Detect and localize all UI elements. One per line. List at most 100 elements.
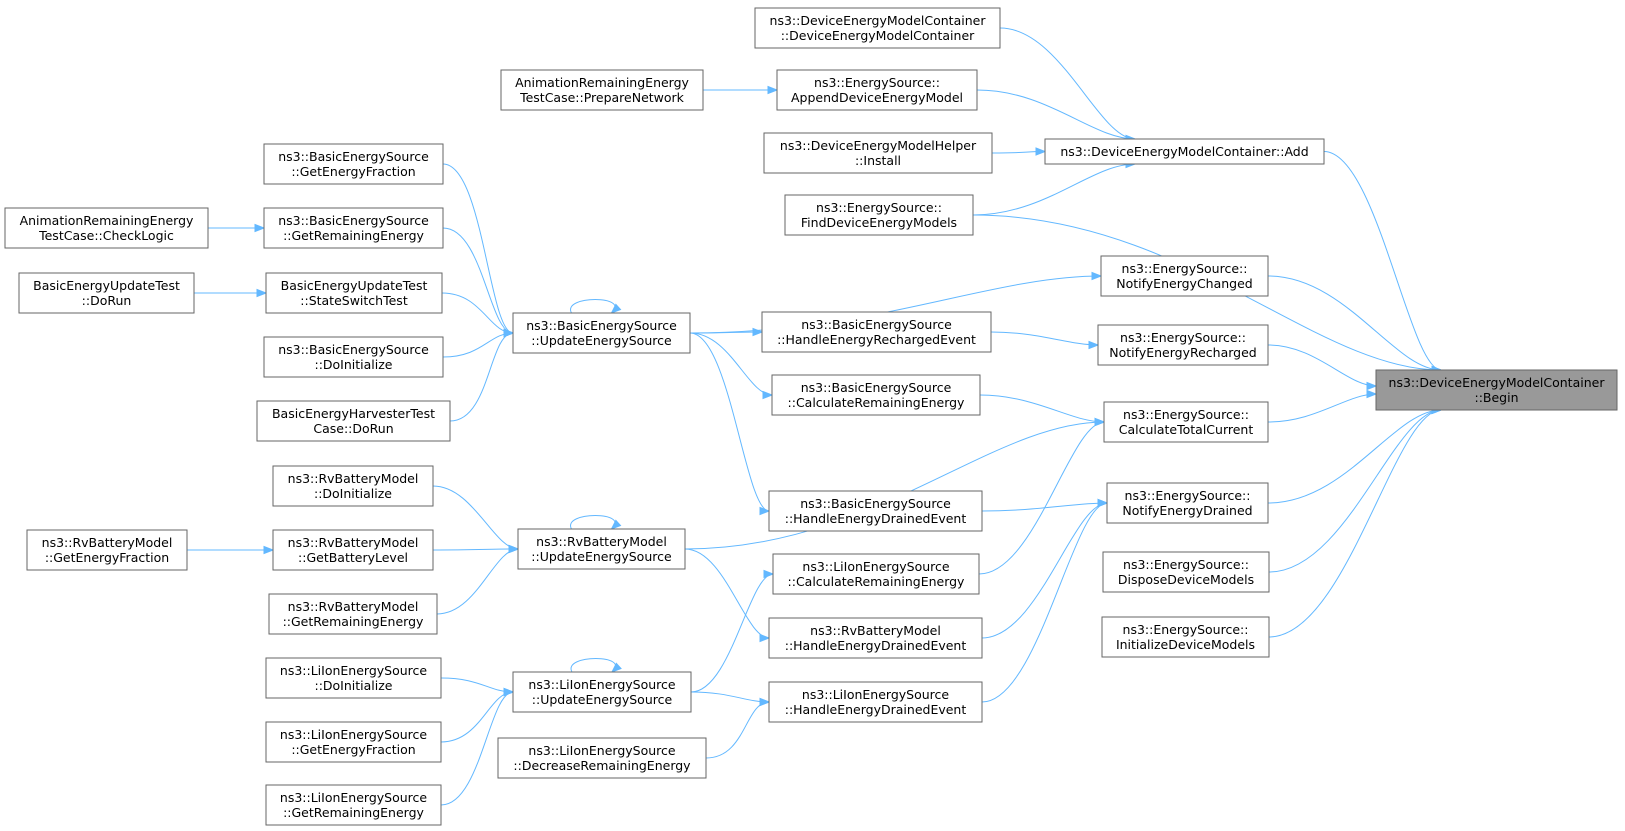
node-box	[265, 272, 443, 314]
node-besUpdate[interactable]: ns3::BasicEnergySource::UpdateEnergySour…	[512, 312, 691, 354]
edge-line	[440, 677, 514, 693]
edge-line	[1268, 409, 1442, 638]
node-box	[263, 143, 444, 185]
edge-arrowhead	[1366, 389, 1378, 399]
node-label: TestCase::CheckLogic	[38, 228, 174, 243]
node-box	[268, 593, 438, 635]
node-rvUpdate[interactable]: ns3::RvBatteryModel::UpdateEnergySource	[517, 528, 686, 570]
edge-liDecrease-to-liHandleDrained	[705, 697, 771, 759]
node-box	[4, 207, 209, 249]
node-notifyDrained[interactable]: ns3::EnergySource::NotifyEnergyDrained	[1106, 482, 1269, 524]
node-label: ::HandleEnergyDrainedEvent	[785, 702, 967, 717]
node-beutStateSwitch[interactable]: BasicEnergyUpdateTest::StateSwitchTest	[265, 272, 443, 314]
node-label: ns3::EnergySource::	[1123, 557, 1249, 572]
node-label: ns3::RvBatteryModel	[288, 471, 419, 486]
edge-arrowhead	[1091, 271, 1103, 281]
node-label: BasicEnergyUpdateTest	[33, 278, 180, 293]
node-liHandleDrained[interactable]: ns3::LiIonEnergySource::HandleEnergyDrai…	[768, 681, 983, 723]
node-label: ns3::RvBatteryModel	[810, 623, 941, 638]
edge-line	[1267, 275, 1442, 371]
node-animCheck[interactable]: AnimationRemainingEnergyTestCase::CheckL…	[4, 207, 209, 249]
node-label: ::CalculateRemainingEnergy	[788, 574, 966, 589]
node-label: FindDeviceEnergyModels	[801, 215, 957, 230]
node-box	[272, 465, 434, 507]
node-label: ns3::RvBatteryModel	[288, 535, 419, 550]
edge-liUpdate-to-liCalcRemaining	[690, 569, 775, 693]
node-label: ns3::LiIonEnergySource	[528, 743, 676, 758]
node-box	[272, 529, 434, 571]
node-besHandleRecharged[interactable]: ns3::BasicEnergySource::HandleEnergyRech…	[761, 311, 992, 353]
node-begin[interactable]: ns3::DeviceEnergyModelContainer::Begin	[1375, 369, 1618, 411]
node-rvGetRemaining[interactable]: ns3::RvBatteryModel::GetRemainingEnergy	[268, 593, 438, 635]
node-liDoInit[interactable]: ns3::LiIonEnergySource::DoInitialize	[265, 657, 442, 699]
edge-liHandleDrained-to-notifyDrained	[981, 498, 1109, 703]
node-add[interactable]: ns3::DeviceEnergyModelContainer::Add	[1044, 138, 1325, 165]
node-besHandleDrained[interactable]: ns3::BasicEnergySource::HandleEnergyDrai…	[768, 490, 983, 532]
edge-arrowhead	[759, 633, 771, 643]
node-calcTotal[interactable]: ns3::EnergySource::CalculateTotalCurrent	[1103, 401, 1269, 443]
node-animPrep[interactable]: AnimationRemainingEnergyTestCase::Prepar…	[500, 69, 704, 111]
node-label: ::GetRemainingEnergy	[283, 805, 424, 820]
node-box	[500, 69, 704, 111]
node-initDev[interactable]: ns3::EnergySource::InitializeDeviceModel…	[1101, 616, 1270, 658]
node-rvDoInit[interactable]: ns3::RvBatteryModel::DoInitialize	[272, 465, 434, 507]
node-label: Case::DoRun	[313, 421, 393, 436]
edge-line	[570, 658, 616, 673]
node-liGetFraction[interactable]: ns3::LiIonEnergySource::GetEnergyFractio…	[265, 721, 442, 763]
edge-line	[689, 332, 770, 512]
edge-line	[684, 548, 770, 639]
node-notifyChanged[interactable]: ns3::EnergySource::NotifyEnergyChanged	[1100, 255, 1269, 297]
node-liUpdate[interactable]: ns3::LiIonEnergySource::UpdateEnergySour…	[512, 671, 692, 713]
node-besDoInit[interactable]: ns3::BasicEnergySource::DoInitialize	[263, 336, 444, 378]
node-notifyRecharged[interactable]: ns3::EnergySource::NotifyEnergyRecharged	[1097, 324, 1269, 366]
edge-liCalcRemaining-to-calcTotal	[978, 417, 1106, 575]
edge-arrowhead	[254, 223, 266, 233]
node-besGetFraction[interactable]: ns3::BasicEnergySource::GetEnergyFractio…	[263, 143, 444, 185]
node-box	[1044, 138, 1325, 165]
edge-arrowhead	[1366, 381, 1378, 391]
node-liGetRemaining[interactable]: ns3::LiIonEnergySource::GetRemainingEner…	[265, 784, 442, 826]
node-label: ::StateSwitchTest	[300, 293, 408, 308]
edge-besUpdate-to-besHandleDrained	[689, 332, 771, 516]
edge-besUpdate-to-besUpdate	[570, 299, 622, 314]
node-label: ns3::EnergySource::	[814, 75, 940, 90]
edge-besUpdate-to-besCalcRemaining	[689, 332, 774, 400]
node-findDem[interactable]: ns3::EnergySource::FindDeviceEnergyModel…	[784, 194, 974, 236]
edge-notifyChanged-to-begin	[1267, 275, 1443, 375]
node-label: ns3::EnergySource::	[1120, 330, 1246, 345]
node-box	[1103, 401, 1269, 443]
edge-arrowhead	[1035, 147, 1047, 156]
node-rvHandleDrained[interactable]: ns3::RvBatteryModel::HandleEnergyDrained…	[768, 617, 983, 659]
edge-line	[1267, 393, 1377, 423]
node-label: NotifyEnergyRecharged	[1109, 345, 1256, 360]
node-besCalcRemaining[interactable]: ns3::BasicEnergySource::CalculateRemaini…	[771, 374, 981, 416]
node-label: ns3::LiIonEnergySource	[280, 663, 428, 678]
node-box	[1101, 616, 1270, 658]
node-box	[263, 336, 444, 378]
node-layer: ns3::DeviceEnergyModelContainer::Beginns…	[4, 7, 1618, 826]
node-label: ns3::BasicEnergySource	[801, 317, 952, 332]
node-label: ns3::BasicEnergySource	[278, 149, 429, 164]
node-label: ::UpdateEnergySource	[532, 692, 673, 707]
node-label: ::Install	[855, 153, 901, 168]
edge-line	[976, 89, 1136, 140]
node-label: ns3::RvBatteryModel	[288, 599, 419, 614]
node-dispose[interactable]: ns3::EnergySource::DisposeDeviceModels	[1102, 551, 1270, 593]
edge-line	[1267, 344, 1377, 387]
node-demcCtor[interactable]: ns3::DeviceEnergyModelContainer::DeviceE…	[754, 7, 1001, 49]
node-beutDoRun[interactable]: BasicEnergyUpdateTest::DoRun	[18, 272, 195, 314]
node-label: ns3::LiIonEnergySource	[280, 727, 428, 742]
node-liCalcRemaining[interactable]: ns3::LiIonEnergySource::CalculateRemaini…	[772, 553, 980, 595]
node-besGetRemaining[interactable]: ns3::BasicEnergySource::GetRemainingEner…	[263, 207, 444, 249]
edge-animPrep-to-appendDem	[703, 85, 779, 95]
node-rvGetBattery[interactable]: ns3::RvBatteryModel::GetBatteryLevel	[272, 529, 434, 571]
node-appendDem[interactable]: ns3::EnergySource::AppendDeviceEnergyMod…	[776, 69, 978, 111]
node-box	[1106, 482, 1269, 524]
edge-line	[441, 292, 514, 334]
node-liDecrease[interactable]: ns3::LiIonEnergySource::DecreaseRemainin…	[497, 737, 707, 779]
node-demHelper[interactable]: ns3::DeviceEnergyModelHelper::Install	[763, 132, 993, 174]
node-rvGetFraction[interactable]: ns3::RvBatteryModel::GetEnergyFraction	[26, 529, 188, 571]
edge-line	[981, 502, 1108, 639]
node-label: ns3::DeviceEnergyModelHelper	[780, 138, 977, 153]
